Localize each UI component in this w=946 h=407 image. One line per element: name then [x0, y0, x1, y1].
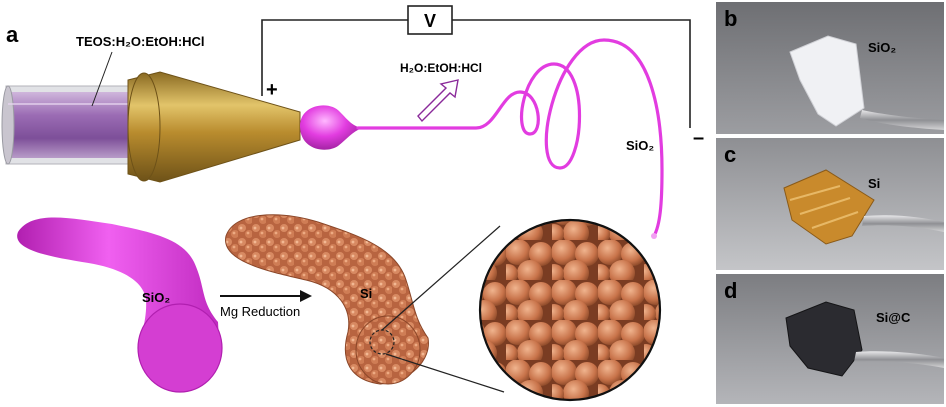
photo-b-label: SiO₂ — [868, 40, 896, 55]
si-c-sample — [785, 301, 863, 377]
reduction-arrow-head — [300, 290, 312, 302]
photo-d-label: Si@C — [876, 310, 911, 325]
photo-d: d Si@C — [716, 274, 944, 404]
zoom-inset — [480, 220, 660, 400]
syringe — [1, 85, 137, 165]
sio2-sample — [789, 35, 865, 127]
photo-c: c Si — [716, 138, 944, 270]
evaporation-label: H₂O:EtOH:HCl — [400, 61, 482, 75]
nozzle-cone — [127, 71, 301, 183]
taylor-cone-droplet — [300, 105, 362, 150]
panel-b-letter: b — [724, 6, 737, 31]
panel-c-letter: c — [724, 142, 736, 167]
voltage-source-box — [407, 5, 453, 35]
fiber-end — [651, 233, 657, 239]
plus-sign: + — [266, 79, 278, 101]
panel-a-letter: a — [6, 22, 19, 47]
fiber-label: SiO₂ — [626, 138, 654, 153]
circuit-wire-right — [452, 19, 691, 128]
zoom-line-top — [381, 225, 501, 331]
tweezer-d — [854, 351, 944, 368]
si-sample — [783, 169, 875, 245]
voltage-label: V — [424, 11, 436, 31]
zoom-line-bottom — [385, 353, 505, 393]
tweezer-b — [860, 110, 944, 130]
porous-si-tube — [225, 214, 429, 385]
sio2-tube — [17, 217, 223, 393]
photo-c-label: Si — [868, 176, 880, 191]
reduction-label: Mg Reduction — [220, 304, 300, 319]
panel-d-letter: d — [724, 278, 737, 303]
circuit-wire-left — [261, 19, 408, 96]
tube-label: SiO₂ — [142, 290, 170, 305]
precursor-pointer — [91, 51, 113, 107]
precursor-label: TEOS:H₂O:EtOH:HCl — [76, 34, 205, 49]
fiber-jet — [356, 38, 664, 238]
evaporation-arrow — [417, 79, 459, 123]
minus-sign: – — [693, 127, 704, 149]
tweezer-c — [862, 215, 944, 232]
porous-label: Si — [360, 286, 372, 301]
photo-b: b SiO₂ — [716, 2, 944, 134]
zoom-inset-border — [478, 218, 662, 402]
